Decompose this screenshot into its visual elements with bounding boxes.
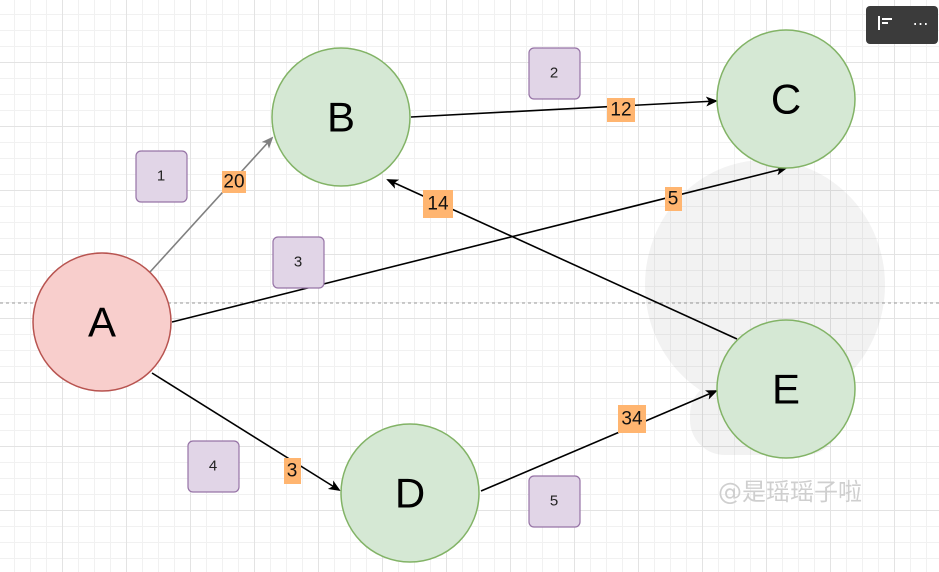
step-5-label: 5 xyxy=(550,493,558,510)
outline-icon[interactable] xyxy=(876,14,894,36)
node-b[interactable]: B xyxy=(271,47,411,187)
edge-b-c[interactable] xyxy=(410,96,718,118)
node-c-label: C xyxy=(771,76,801,123)
step-box-2[interactable]: 2 xyxy=(528,47,581,100)
step-box-3[interactable]: 3 xyxy=(272,236,325,289)
node-d-label: D xyxy=(395,470,425,517)
node-b-label: B xyxy=(327,94,355,141)
node-a[interactable]: A xyxy=(32,252,172,392)
step-box-4[interactable]: 4 xyxy=(187,440,240,493)
weight-label-e-b: 14 xyxy=(423,190,453,218)
edge-a-d[interactable] xyxy=(151,372,341,492)
step-box-5[interactable]: 5 xyxy=(528,475,581,528)
node-e-label: E xyxy=(772,366,800,413)
floating-toolbar: ⋯ xyxy=(866,6,938,44)
weight-d-e: 34 xyxy=(621,409,643,430)
weight-label-d-e: 34 xyxy=(618,405,646,433)
weight-label-a-c: 5 xyxy=(665,187,682,211)
node-c[interactable]: C xyxy=(716,29,856,169)
step-3-label: 3 xyxy=(294,254,302,271)
step-4-label: 4 xyxy=(209,458,217,475)
weight-label-b-c: 12 xyxy=(607,98,635,122)
edge-a-c[interactable] xyxy=(171,165,788,323)
node-d[interactable]: D xyxy=(340,423,480,563)
weight-a-b: 20 xyxy=(223,172,244,193)
step-1-label: 1 xyxy=(157,168,165,185)
step-2-label: 2 xyxy=(550,65,558,82)
weight-a-d: 3 xyxy=(287,461,298,482)
weight-label-a-b: 20 xyxy=(222,171,246,193)
weight-a-c: 5 xyxy=(668,189,679,210)
weight-label-a-d: 3 xyxy=(284,458,301,484)
more-icon[interactable]: ⋯ xyxy=(912,16,929,33)
edge-a-b[interactable] xyxy=(149,136,274,273)
node-e[interactable]: E xyxy=(716,319,856,459)
weight-b-c: 12 xyxy=(610,100,631,121)
step-box-1[interactable]: 1 xyxy=(135,150,188,203)
weight-e-b: 14 xyxy=(427,194,449,215)
watermark-text: @是瑶瑶子啦 xyxy=(718,478,862,506)
node-a-label: A xyxy=(88,299,116,346)
edge-d-e[interactable] xyxy=(480,390,718,492)
